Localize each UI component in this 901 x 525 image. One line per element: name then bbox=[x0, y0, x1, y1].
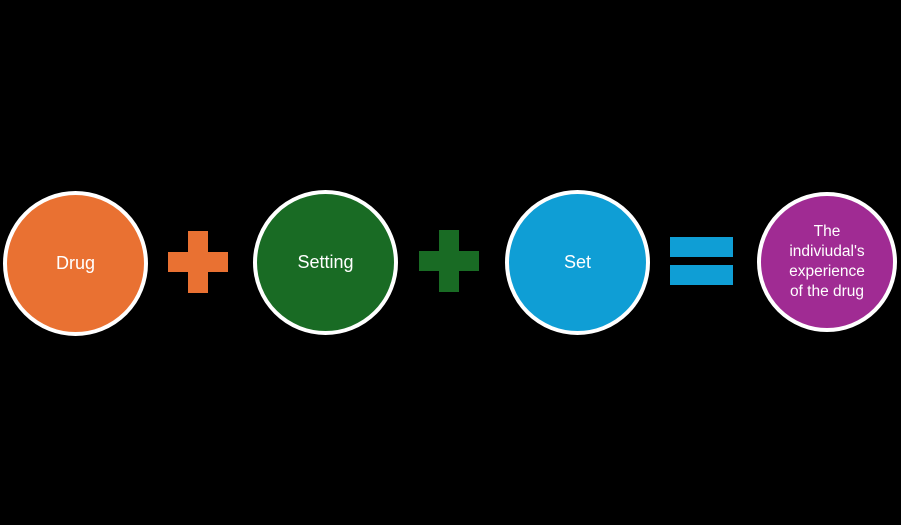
node-result-line-2: indiviudal's bbox=[789, 243, 865, 260]
equals-bar-top bbox=[670, 237, 733, 257]
equals-bar-bottom bbox=[670, 265, 733, 285]
node-result-label: The indiviudal's experience of the drug bbox=[789, 222, 865, 302]
node-setting: Setting bbox=[253, 190, 398, 335]
node-result-line-4: of the drug bbox=[789, 283, 865, 300]
plus-icon bbox=[419, 230, 479, 292]
node-result-line-1: The bbox=[813, 223, 841, 240]
node-drug-label: Drug bbox=[55, 253, 95, 274]
plus-icon bbox=[168, 231, 228, 293]
node-set: Set bbox=[505, 190, 650, 335]
node-setting-label: Setting bbox=[297, 252, 354, 273]
node-drug: Drug bbox=[3, 191, 148, 336]
node-result: The indiviudal's experience of the drug bbox=[757, 192, 897, 332]
equals-icon bbox=[670, 237, 733, 285]
node-set-label: Set bbox=[563, 252, 592, 273]
node-result-line-3: experience bbox=[789, 263, 865, 280]
